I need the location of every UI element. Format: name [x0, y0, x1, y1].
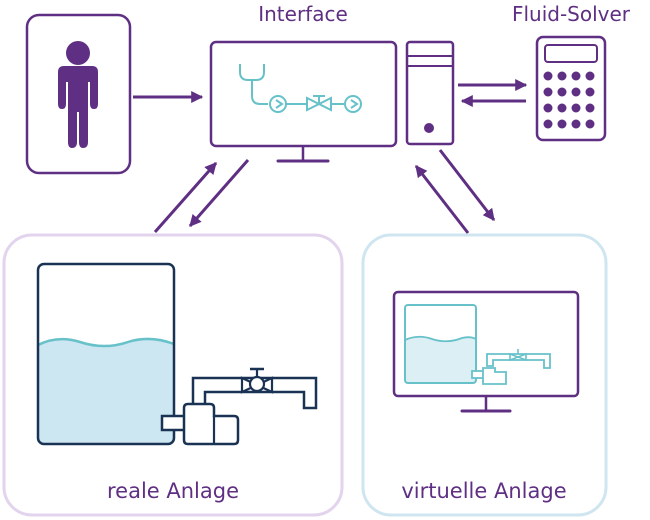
- arrow-real-to-interface: [153, 162, 218, 233]
- tank-with-pump-icon: [36, 262, 318, 446]
- arrow-interface-to-virtual: [438, 149, 496, 221]
- interface-label: Interface: [258, 2, 348, 26]
- computer-tower-icon: [405, 40, 455, 146]
- person-icon: [58, 41, 98, 148]
- calculator-icon: [535, 35, 607, 142]
- process-schematic-icon: [239, 64, 362, 113]
- monitor-with-tank-icon: [392, 290, 580, 413]
- user-card: [25, 13, 132, 175]
- virtual-plant-panel: virtuelle Anlage: [361, 233, 608, 517]
- real-plant-label: reale Anlage: [107, 479, 239, 503]
- arrow-virtual-to-interface: [414, 165, 470, 234]
- arrow-interface-to-real: [188, 159, 250, 227]
- real-plant-panel: reale Anlage: [2, 233, 344, 517]
- interface-monitor-icon: [209, 40, 398, 163]
- fluid-solver-label: Fluid-Solver: [512, 2, 631, 26]
- virtual-plant-label: virtuelle Anlage: [401, 479, 566, 503]
